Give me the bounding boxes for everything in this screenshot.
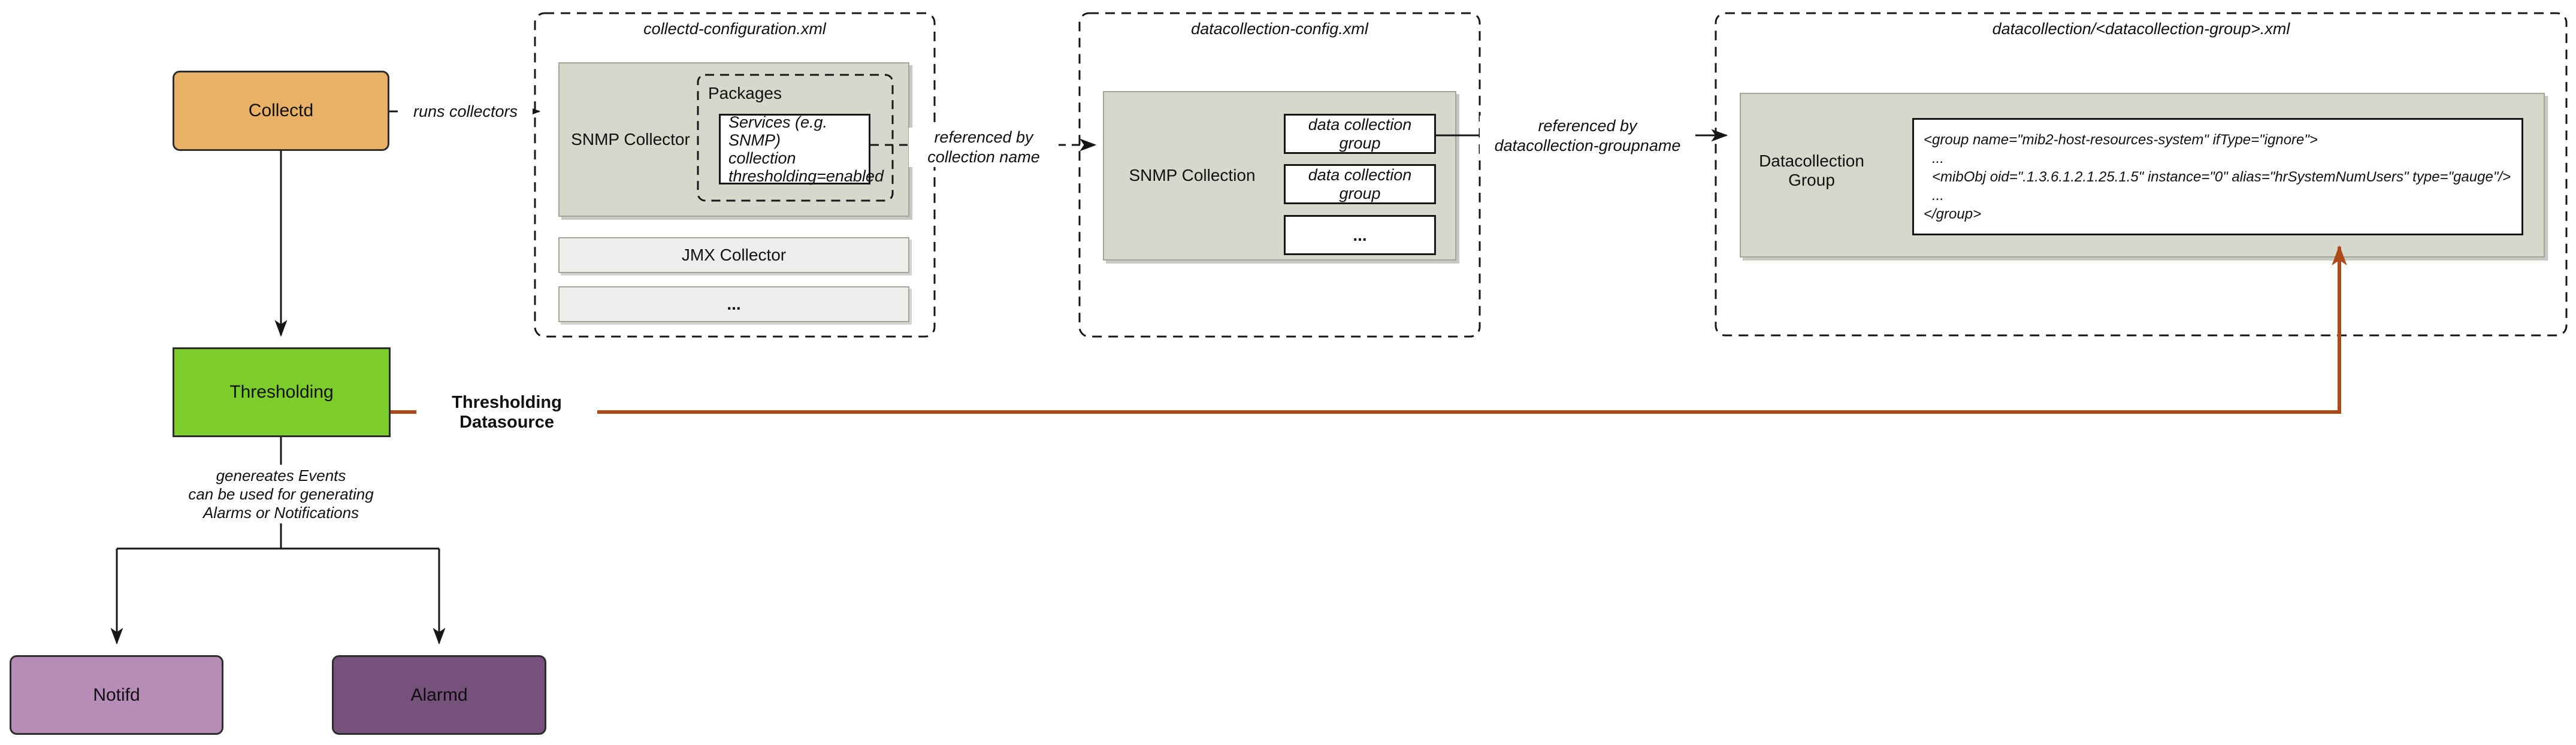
data-collection-group-row-2-label: data collection group	[1308, 165, 1412, 202]
packages-label: Packages	[708, 84, 828, 104]
jmx-collector-row: JMX Collector	[558, 237, 909, 273]
services-box: Services (e.g. SNMP) collection threshol…	[719, 113, 884, 185]
data-collection-group-row-2: data collection group	[1284, 164, 1436, 204]
services-line-2: collection	[728, 149, 796, 167]
data-collection-group-row-1: data collection group	[1284, 114, 1436, 154]
notifd-node: Notifd	[10, 655, 223, 735]
snmp-collector-label: SNMP Collector	[566, 128, 695, 152]
snmp-collection-label: SNMP Collection	[1111, 163, 1273, 187]
collectd-node-label: Collectd	[248, 101, 314, 120]
data-collection-group-row-3-label: ...	[1353, 225, 1367, 244]
datacollection-config-title-text: datacollection-config.xml	[1191, 19, 1368, 38]
xml-line-4: ...	[1932, 187, 1945, 204]
thresholding-node: Thresholding	[173, 347, 391, 437]
datacollection-group-file-title: datacollection/<datacollection-group>.xm…	[1716, 18, 2566, 40]
collector-ellipsis-row: ...	[558, 286, 909, 322]
collector-ellipsis-label: ...	[727, 295, 741, 313]
data-collection-group-row-1-label: data collection group	[1308, 115, 1412, 152]
alarmd-node: Alarmd	[332, 655, 546, 735]
data-collection-group-row-3: ...	[1284, 215, 1436, 255]
datacollection-group-label-text: Datacollection Group	[1759, 152, 1864, 189]
snmp-collector-label-text: SNMP Collector	[571, 130, 690, 149]
datacollection-group-file-title-text: datacollection/<datacollection-group>.xm…	[1992, 19, 2290, 38]
collectd-configuration-title: collectd-configuration.xml	[535, 18, 935, 40]
snmp-collection-label-text: SNMP Collection	[1129, 166, 1256, 184]
xml-line-2: ...	[1932, 150, 1945, 166]
collectd-node: Collectd	[173, 71, 389, 151]
datacollection-group-label: Datacollection Group	[1740, 152, 1883, 189]
notifd-node-label: Notifd	[93, 685, 140, 705]
packages-label-text: Packages	[708, 84, 782, 102]
services-line-3: thresholding=enabled	[728, 167, 884, 185]
jmx-collector-label: JMX Collector	[681, 246, 787, 264]
collectd-configuration-title-text: collectd-configuration.xml	[643, 19, 826, 38]
datacollection-config-title: datacollection-config.xml	[1080, 18, 1480, 40]
xml-line-3: <mibObj oid=".1.3.6.1.2.1.25.1.5" instan…	[1932, 168, 2511, 185]
alarmd-node-label: Alarmd	[410, 685, 468, 705]
datacollection-xml-snippet: <group name="mib2-host-resources-system"…	[1912, 118, 2523, 235]
xml-line-1: <group name="mib2-host-resources-system"…	[1924, 131, 2318, 148]
services-line-1: Services (e.g. SNMP)	[728, 113, 828, 149]
thresholding-node-label: Thresholding	[229, 382, 334, 402]
xml-line-5: </group>	[1924, 205, 1982, 222]
